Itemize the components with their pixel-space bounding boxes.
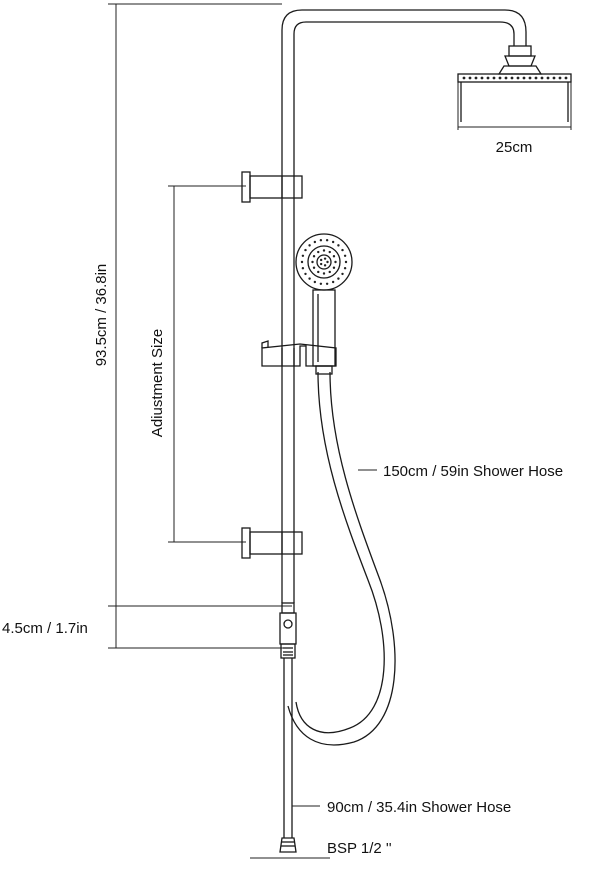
adjustment-label: Adiustment Size bbox=[149, 329, 166, 437]
rail-height-label: 93.5cm / 36.8in bbox=[93, 264, 110, 367]
hand-nozzle bbox=[312, 255, 316, 258]
hand-nozzle bbox=[331, 240, 335, 244]
head-nozzle bbox=[492, 76, 496, 80]
hand-nozzle bbox=[301, 267, 305, 270]
hose-short-label: 90cm / 35.4in Shower Hose bbox=[327, 799, 511, 816]
connector-label: 4.5cm / 1.7in bbox=[2, 620, 88, 637]
adjustment-dimension: Adiustment Size bbox=[149, 185, 246, 543]
rail-height-dimension: 93.5cm / 36.8in bbox=[93, 3, 292, 607]
hand-nozzle bbox=[304, 272, 307, 276]
hand-nozzle bbox=[319, 239, 323, 242]
head-nozzle bbox=[534, 76, 538, 80]
head-nozzle bbox=[486, 76, 490, 80]
head-nozzle bbox=[498, 76, 502, 80]
head-nozzles bbox=[462, 76, 568, 80]
hose-short-callout: 90cm / 35.4in Shower Hose bbox=[292, 799, 511, 816]
hand-nozzle bbox=[322, 272, 326, 275]
hand-nozzle bbox=[341, 272, 344, 276]
head-width-label: 25cm bbox=[496, 139, 533, 156]
diverter-connector bbox=[279, 602, 297, 659]
long-shower-hose bbox=[287, 371, 396, 746]
hand-nozzle bbox=[332, 266, 336, 269]
hand-nozzle bbox=[308, 277, 311, 280]
hand-nozzle bbox=[300, 260, 304, 264]
hand-shower bbox=[295, 233, 353, 375]
hand-nozzle bbox=[312, 266, 316, 269]
upper-wall-bracket bbox=[241, 171, 303, 203]
hand-nozzle bbox=[308, 244, 311, 247]
lower-wall-bracket bbox=[241, 527, 303, 559]
hand-nozzle bbox=[328, 250, 331, 254]
hand-nozzle bbox=[341, 248, 344, 252]
head-width-dimension: 25cm bbox=[457, 80, 572, 156]
head-nozzle bbox=[558, 76, 562, 80]
hand-nozzle bbox=[326, 260, 329, 264]
hand-nozzle bbox=[328, 270, 331, 274]
head-nozzle bbox=[516, 76, 520, 80]
head-nozzle bbox=[546, 76, 550, 80]
slide-holder bbox=[261, 340, 337, 367]
hand-nozzle bbox=[301, 254, 305, 257]
head-nozzle bbox=[474, 76, 478, 80]
hand-nozzle bbox=[313, 280, 317, 284]
hand-nozzle bbox=[323, 257, 327, 260]
short-shower-hose bbox=[250, 658, 330, 859]
hand-nozzle bbox=[325, 239, 329, 242]
head-nozzle bbox=[480, 76, 484, 80]
head-nozzle bbox=[504, 76, 508, 80]
hand-nozzle bbox=[317, 270, 320, 274]
head-nozzle bbox=[564, 76, 568, 80]
head-nozzle bbox=[552, 76, 556, 80]
hand-nozzle bbox=[319, 262, 323, 266]
head-nozzle bbox=[510, 76, 514, 80]
hand-nozzle bbox=[343, 267, 347, 270]
riser-rail bbox=[281, 9, 527, 603]
hand-nozzle bbox=[343, 254, 347, 257]
head-nozzle bbox=[462, 76, 466, 80]
hand-nozzle bbox=[319, 282, 323, 285]
hand-nozzle bbox=[311, 260, 314, 264]
hand-nozzle bbox=[337, 244, 340, 247]
hand-nozzle bbox=[322, 249, 326, 252]
hand-nozzle bbox=[337, 277, 340, 280]
thread-callout: BSP 1/2 '' bbox=[327, 840, 392, 857]
connector-dimension: 4.5cm / 1.7in bbox=[2, 606, 288, 649]
head-nozzle bbox=[522, 76, 526, 80]
hose-long-label: 150cm / 59in Shower Hose bbox=[383, 463, 563, 480]
hand-nozzle bbox=[304, 248, 307, 252]
thread-label: BSP 1/2 '' bbox=[327, 840, 392, 857]
head-nozzle bbox=[540, 76, 544, 80]
head-nozzle bbox=[468, 76, 472, 80]
head-nozzle bbox=[528, 76, 532, 80]
hand-nozzle bbox=[344, 260, 348, 264]
hand-nozzle bbox=[334, 260, 337, 264]
hand-nozzle bbox=[323, 264, 327, 267]
hand-nozzle bbox=[313, 240, 317, 244]
hose-long-callout: 150cm / 59in Shower Hose bbox=[358, 463, 563, 480]
hand-nozzle bbox=[332, 255, 336, 258]
hand-nozzle bbox=[319, 258, 323, 262]
hand-nozzles bbox=[300, 239, 348, 285]
hand-nozzle bbox=[317, 250, 320, 254]
overhead-shower-head bbox=[457, 45, 572, 122]
hand-nozzle bbox=[331, 280, 335, 284]
hand-nozzle bbox=[325, 282, 329, 285]
